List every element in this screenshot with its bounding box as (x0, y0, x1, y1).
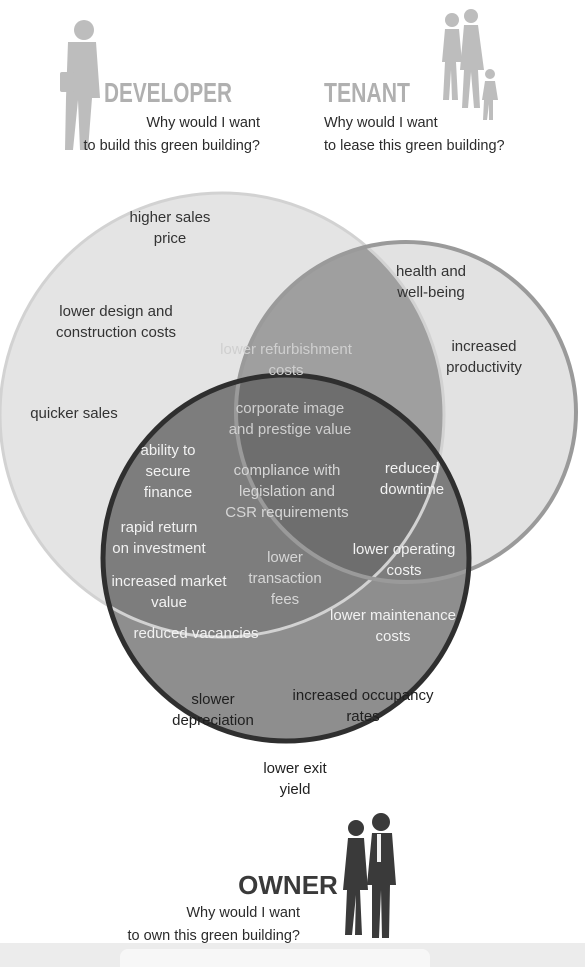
benefit-line: increased (451, 338, 516, 355)
benefit-line: secure (145, 463, 190, 480)
benefit-line: lower operating (353, 541, 456, 558)
benefit-line: corporate image (236, 400, 344, 417)
benefit-line: increased occupancy (293, 687, 434, 704)
developer-benefit-2: lower design and construction costs (56, 303, 176, 341)
benefit-line: compliance with (234, 462, 341, 479)
tenant-question-line1: Why would I want (324, 115, 438, 131)
benefit-line: lower design and (59, 303, 172, 320)
tenant-question-line2: to lease this green building? (324, 138, 505, 154)
benefit-line: higher sales (130, 209, 211, 226)
benefit-line: CSR requirements (225, 504, 348, 521)
all-three-benefit-4: lower transaction fees (248, 549, 321, 608)
benefit-line: ability to (140, 442, 195, 459)
benefit-labels: higher sales price lower design and constru… (30, 209, 522, 798)
tenant-family-icon (442, 9, 498, 120)
developer-title: DEVELOPER (104, 77, 232, 108)
benefit-line: rates (346, 708, 379, 725)
benefit-line: lower refurbishment (220, 341, 353, 358)
tenant-title: TENANT (324, 77, 410, 108)
benefit-line: and prestige value (229, 421, 352, 438)
benefit-line: lower exit (263, 760, 327, 777)
bottom-bar-inner (120, 949, 430, 967)
tenant-owner-benefit-2: lower operating costs (353, 541, 456, 579)
developer-benefit-3: quicker sales (30, 405, 118, 422)
benefit-line: fees (271, 591, 299, 608)
developer-owner-benefit-2: rapid return on investment (112, 519, 206, 557)
developer-benefit-1: higher sales price (130, 209, 211, 247)
all-three-benefit-2: corporate image and prestige value (229, 400, 352, 438)
benefit-line: increased market (111, 573, 227, 590)
benefit-line: construction costs (56, 324, 176, 341)
developer-owner-benefit-1: ability to secure finance (140, 442, 195, 501)
tenant-benefit-1: health and well-being (396, 263, 466, 301)
bottom-bar (0, 943, 585, 967)
developer-question-line1: Why would I want (146, 115, 260, 131)
owner-benefit-1: slower depreciation (172, 691, 254, 729)
benefit-line: finance (144, 484, 192, 501)
benefit-line: costs (375, 628, 410, 645)
benefit-line: slower (191, 691, 234, 708)
benefit-line: reduced vacancies (133, 625, 258, 642)
all-three-benefit-1: lower refurbishment costs (220, 341, 353, 379)
benefit-line: legislation and (239, 483, 335, 500)
benefit-line: well-being (396, 284, 465, 301)
developer-question-line2: to build this green building? (83, 138, 260, 154)
owner-title: OWNER (238, 870, 338, 900)
benefit-line: health and (396, 263, 466, 280)
benefit-line: rapid return (121, 519, 198, 536)
benefit-line: price (154, 230, 187, 247)
benefit-line: depreciation (172, 712, 254, 729)
benefit-line: costs (386, 562, 421, 579)
owner-question-line1: Why would I want (186, 905, 300, 921)
benefit-line: yield (280, 781, 311, 798)
tenant-owner-benefit-3: lower maintenance costs (330, 607, 456, 645)
owner-benefit-3: lower exit yield (263, 760, 327, 798)
owner-couple-icon (343, 813, 396, 938)
benefit-line: costs (268, 362, 303, 379)
benefit-line: on investment (112, 540, 206, 557)
tenant-benefit-2: increased productivity (446, 338, 522, 376)
benefit-line: lower (267, 549, 303, 566)
benefit-line: productivity (446, 359, 522, 376)
benefit-line: downtime (380, 481, 444, 498)
owner-benefit-2: increased occupancy rates (293, 687, 434, 725)
developer-owner-benefit-3: increased market value (111, 573, 227, 611)
developer-figure-icon (60, 20, 100, 150)
developer-owner-benefit-4: reduced vacancies (133, 625, 258, 642)
owner-question-line2: to own this green building? (127, 928, 300, 944)
tenant-owner-benefit-1: reduced downtime (380, 460, 444, 498)
benefit-line: lower maintenance (330, 607, 456, 624)
benefit-line: reduced (385, 460, 439, 477)
benefit-line: quicker sales (30, 405, 118, 422)
benefit-line: value (151, 594, 187, 611)
benefit-line: transaction (248, 570, 321, 587)
